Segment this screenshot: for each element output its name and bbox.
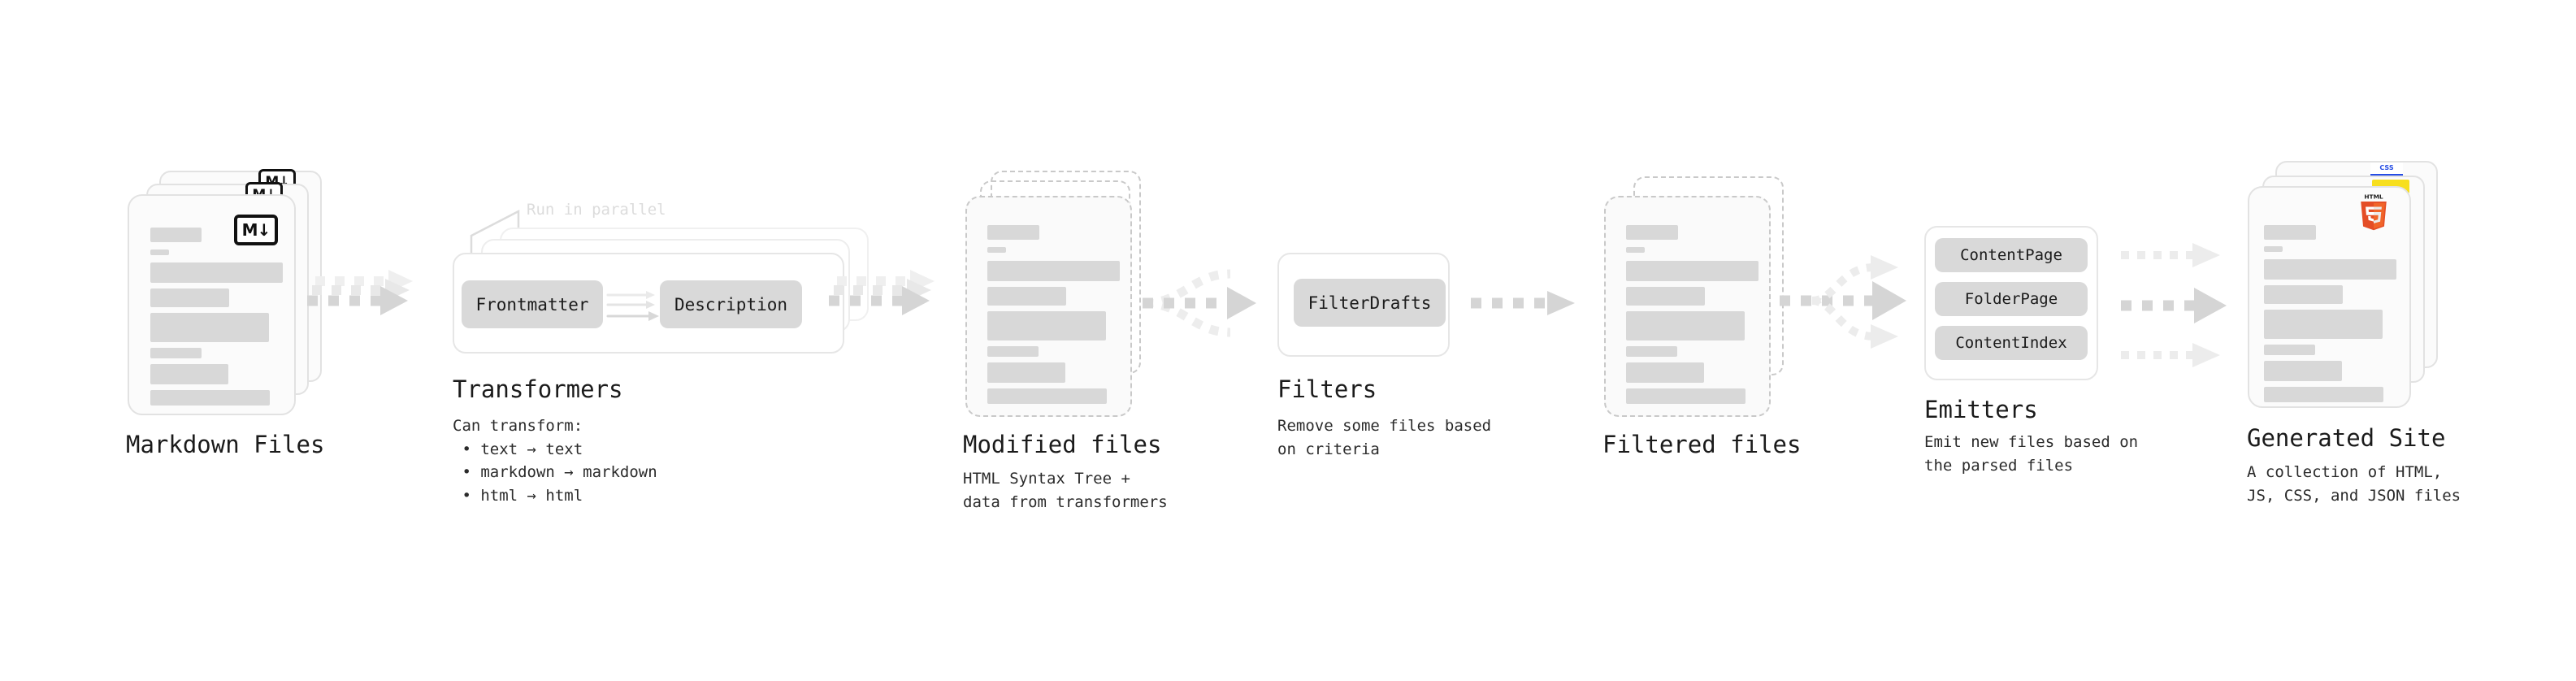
stage-title-filters: Filters: [1277, 375, 1377, 403]
stage-subtitle-generated-site: A collection of HTML, JS, CSS, and JSON …: [2247, 463, 2461, 505]
skeleton-bar: [150, 249, 169, 255]
connector-emitters-to-site: [2121, 243, 2227, 367]
html5-wordmark: HTML: [2364, 193, 2383, 200]
run-in-parallel-bracket: [470, 209, 520, 254]
stage-subtitle-emitters: Emit new files based on the parsed files: [1924, 433, 2139, 475]
skeleton-bar: [987, 247, 1006, 253]
transformer-inner-arrows: [606, 291, 659, 321]
skeleton-bar: [150, 288, 229, 307]
skeleton-bar: [2264, 246, 2283, 252]
skeleton-bar: [987, 261, 1120, 281]
skeleton-bar: [1626, 346, 1677, 357]
connector-modified-to-filters: [1143, 269, 1256, 337]
chip-frontmatter[interactable]: Frontmatter: [462, 280, 603, 328]
stage-subtitle-filters: Remove some files based on criteria: [1277, 417, 1492, 458]
chip-contentindex[interactable]: ContentIndex: [1935, 326, 2088, 360]
skeleton-bar: [2264, 259, 2396, 280]
stage-title-transformers: Transformers: [453, 375, 623, 403]
skeleton-bar: [987, 388, 1107, 404]
skeleton-bar: [150, 262, 283, 283]
skeleton-bar: [987, 311, 1106, 340]
skeleton-bar: [1626, 362, 1704, 383]
chip-folderpage[interactable]: FolderPage: [1935, 282, 2088, 316]
skeleton-bar: [150, 313, 269, 342]
skeleton-bar: [1626, 388, 1746, 404]
skeleton-bar: [987, 287, 1066, 306]
skeleton-bar: [1626, 261, 1759, 281]
stage-title-generated-site: Generated Site: [2247, 424, 2446, 452]
filtered-file-card-front: [1604, 196, 1771, 417]
skeleton-bar: [987, 346, 1039, 357]
skeleton-bar: [1626, 247, 1645, 253]
html5-icon: HTML: [2361, 193, 2387, 231]
connector-filters-to-filtered: [1471, 291, 1575, 315]
chip-filterdrafts[interactable]: FilterDrafts: [1294, 279, 1446, 327]
stage-title-filtered-files: Filtered files: [1602, 431, 1802, 458]
skeleton-bar: [1626, 311, 1745, 340]
connector-filtered-to-emitters: [1780, 255, 1906, 349]
skeleton-bar: [150, 364, 228, 384]
skeleton-bar: [2264, 225, 2316, 240]
skeleton-bar: [987, 225, 1039, 240]
skeleton-bar: [2264, 285, 2343, 304]
connector-transformers-to-modified: [829, 270, 935, 315]
connector-md-to-transformers: [307, 270, 413, 315]
modified-file-card-front: [965, 196, 1132, 417]
skeleton-bar: [1626, 287, 1705, 306]
skeleton-bar: [150, 228, 202, 242]
skeleton-bar: [1626, 225, 1678, 240]
skeleton-bar: [150, 348, 202, 358]
run-in-parallel-label: Run in parallel: [527, 201, 666, 219]
stage-title-modified-files: Modified files: [963, 431, 1162, 458]
skeleton-bar: [2264, 387, 2383, 402]
stage-title-emitters: Emitters: [1924, 396, 2038, 423]
markdown-icon-front: M↓: [234, 215, 278, 245]
skeleton-bar: [150, 390, 270, 406]
chip-description[interactable]: Description: [660, 280, 802, 328]
stage-subtitle-modified-files: HTML Syntax Tree + data from transformer…: [963, 470, 1168, 511]
skeleton-bar: [2264, 361, 2342, 381]
skeleton-bar: [2264, 345, 2315, 355]
skeleton-bar: [2264, 310, 2383, 339]
stage-title-markdown-files: Markdown Files: [126, 431, 325, 458]
skeleton-bar: [987, 362, 1065, 383]
stage-subtitle-transformers: Can transform: • text → text • markdown …: [453, 417, 657, 505]
chip-contentpage[interactable]: ContentPage: [1935, 238, 2088, 272]
